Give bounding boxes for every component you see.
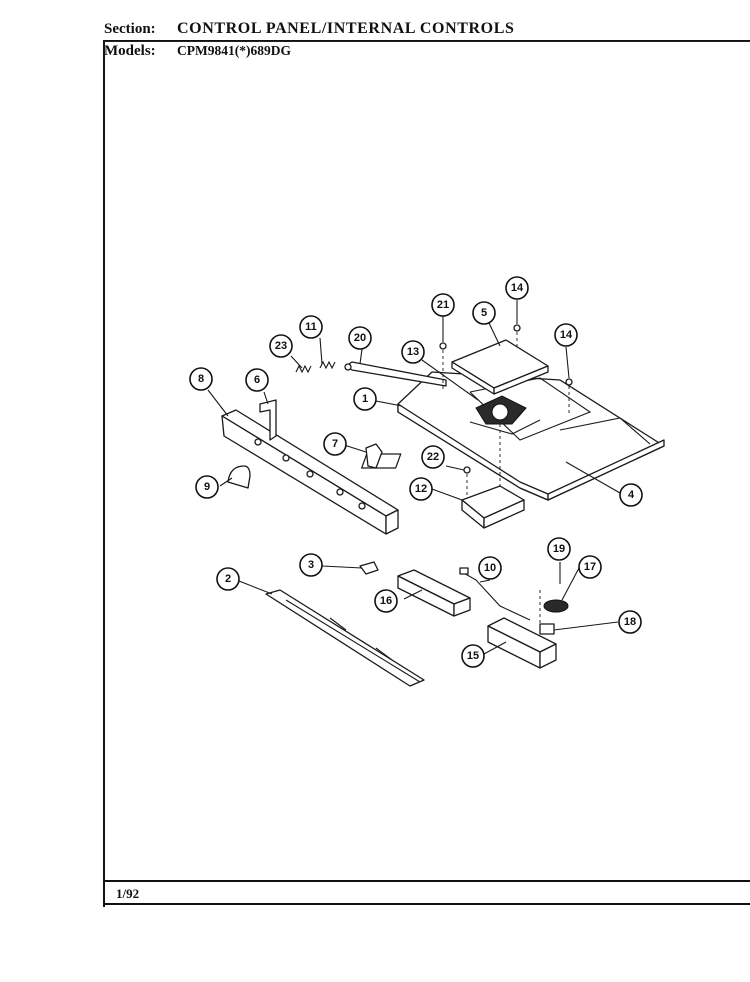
part-7-clip: [365, 443, 383, 469]
part-15-lower-channel: [487, 617, 557, 669]
part-23-spring: [295, 364, 312, 374]
models-label: Models:: [104, 43, 156, 59]
callout-3-label: 3: [308, 559, 314, 571]
callout-19: 19: [547, 537, 571, 561]
base-rule: [103, 903, 750, 905]
callout-16: 16: [374, 589, 398, 613]
callout-3: 3: [299, 553, 323, 577]
callout-15-label: 15: [467, 650, 479, 662]
callout-11: 11: [299, 315, 323, 339]
callout-1: 1: [353, 387, 377, 411]
part-9-knob: [227, 465, 251, 489]
part-12-bracket-plate: [461, 485, 525, 529]
callout-7-label: 7: [332, 438, 338, 450]
callout-13-label: 13: [407, 346, 419, 358]
callout-23: 23: [269, 334, 293, 358]
part-2-long-strip: [265, 589, 425, 687]
callout-9: 9: [195, 475, 219, 499]
part-13-mechanism: [469, 395, 541, 435]
part-16-channel: [397, 569, 471, 617]
part-18-terminal: [539, 623, 555, 635]
assembly-lines: [442, 332, 570, 626]
callout-17-label: 17: [584, 561, 596, 573]
callout-4-label: 4: [628, 489, 635, 501]
callout-18-label: 18: [624, 616, 636, 628]
callout-1-label: 1: [362, 393, 368, 405]
section-label: Section:: [104, 21, 156, 37]
part-8-panel-rail: [221, 409, 399, 535]
diagram-frame: [103, 41, 750, 907]
callout-8-label: 8: [198, 373, 204, 385]
callout-14a-label: 14: [511, 282, 524, 294]
part-11-spring: [319, 360, 336, 370]
callout-14a: 14: [505, 276, 529, 300]
part-1-base-plate: [360, 371, 665, 501]
callout-23-label: 23: [275, 340, 287, 352]
callout-5-label: 5: [481, 307, 487, 319]
callout-9-label: 9: [204, 481, 210, 493]
callout-2: 2: [216, 567, 240, 591]
callout-7: 7: [323, 432, 347, 456]
callout-6-label: 6: [254, 374, 260, 386]
callout-21: 21: [431, 293, 455, 317]
part-20-rod: [344, 361, 447, 387]
callout-2-label: 2: [225, 573, 231, 585]
callout-10: 10: [478, 556, 502, 580]
callout-leaders: [207, 300, 621, 655]
callout-14b: 14: [554, 323, 578, 347]
callout-20: 20: [348, 326, 372, 350]
footer-rule: [103, 880, 750, 882]
section-header: Section: CONTROL PANEL/INTERNAL CONTROLS: [104, 20, 514, 38]
callout-14b-label: 14: [560, 329, 573, 341]
callout-22-label: 22: [427, 451, 439, 463]
callout-17: 17: [578, 555, 602, 579]
part-screws: [439, 324, 573, 474]
callout-11-label: 11: [305, 321, 317, 333]
callout-19-label: 19: [553, 543, 565, 555]
callout-5: 5: [472, 301, 496, 325]
part-10-wire: [459, 567, 531, 621]
revision-date: 1/92: [116, 886, 140, 901]
part-17-switch: [543, 599, 569, 613]
part-6-bracket: [259, 399, 277, 441]
callout-15: 15: [461, 644, 485, 668]
callout-13: 13: [401, 340, 425, 364]
section-title: CONTROL PANEL/INTERNAL CONTROLS: [177, 20, 515, 37]
callout-4: 4: [619, 483, 643, 507]
callout-20-label: 20: [354, 332, 366, 344]
models-value: CPM9841(*)689DG: [177, 43, 291, 58]
callout-12-label: 12: [415, 483, 427, 495]
models-header: Models: CPM9841(*)689DG: [104, 42, 291, 60]
callout-6: 6: [245, 368, 269, 392]
part-5-cover-plate: [451, 339, 549, 395]
callout-8: 8: [189, 367, 213, 391]
callout-16-label: 16: [380, 595, 392, 607]
callout-12: 12: [409, 477, 433, 501]
part-3-small-clip: [359, 561, 379, 575]
callout-10-label: 10: [484, 562, 496, 574]
callout-21-label: 21: [437, 299, 449, 311]
callout-18: 18: [618, 610, 642, 634]
callout-22: 22: [421, 445, 445, 469]
